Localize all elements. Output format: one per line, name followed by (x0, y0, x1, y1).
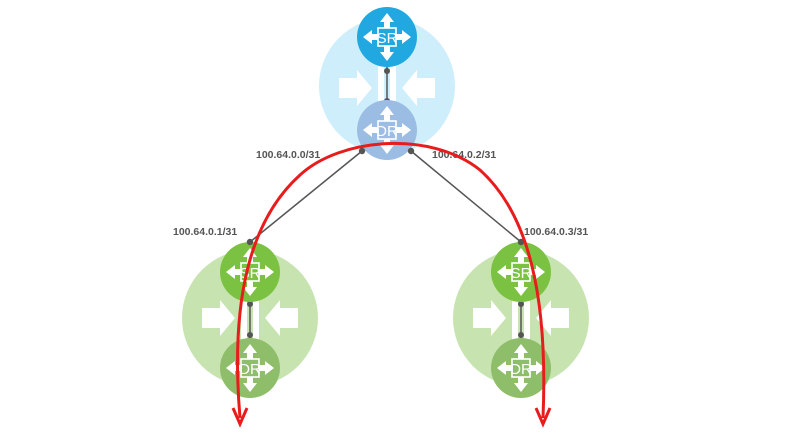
right-sr-label: SR (511, 265, 532, 282)
connector-dot (518, 301, 524, 307)
interface-dot (358, 147, 366, 155)
traffic-arrow-right-icon (534, 407, 552, 428)
connector-dot (518, 332, 524, 338)
interface-dot (407, 147, 415, 155)
right-router-group: SR DR (453, 242, 589, 398)
traffic-arrow-left-icon (231, 407, 249, 428)
left-sr-label: SR (240, 265, 261, 282)
connector-dot (384, 68, 390, 74)
link-label-top-left: 100.64.0.0/31 (256, 149, 320, 161)
connector-dot (247, 301, 253, 307)
right-dr-node[interactable]: DR (491, 338, 551, 398)
right-sr-node[interactable]: SR (491, 242, 551, 302)
interface-dot (517, 238, 525, 246)
top-dr-label: DR (376, 123, 398, 140)
left-dr-node[interactable]: DR (220, 338, 280, 398)
top-sr-node[interactable]: SR (357, 7, 417, 67)
right-transit-link (410, 150, 522, 243)
link-label-left: 100.64.0.1/31 (173, 226, 237, 238)
traffic-path (236, 141, 546, 419)
right-dr-label: DR (510, 361, 532, 378)
connector-dot (247, 332, 253, 338)
top-router-group: SR DR (319, 7, 455, 160)
interface-dot (246, 238, 254, 246)
left-sr-node[interactable]: SR (220, 242, 280, 302)
left-transit-link (249, 150, 363, 243)
left-dr-label: DR (239, 361, 261, 378)
left-router-group: SR DR (182, 242, 318, 398)
transit-links (246, 147, 525, 246)
link-label-right: 100.64.0.3/31 (524, 226, 588, 238)
top-sr-label: SR (377, 30, 398, 47)
